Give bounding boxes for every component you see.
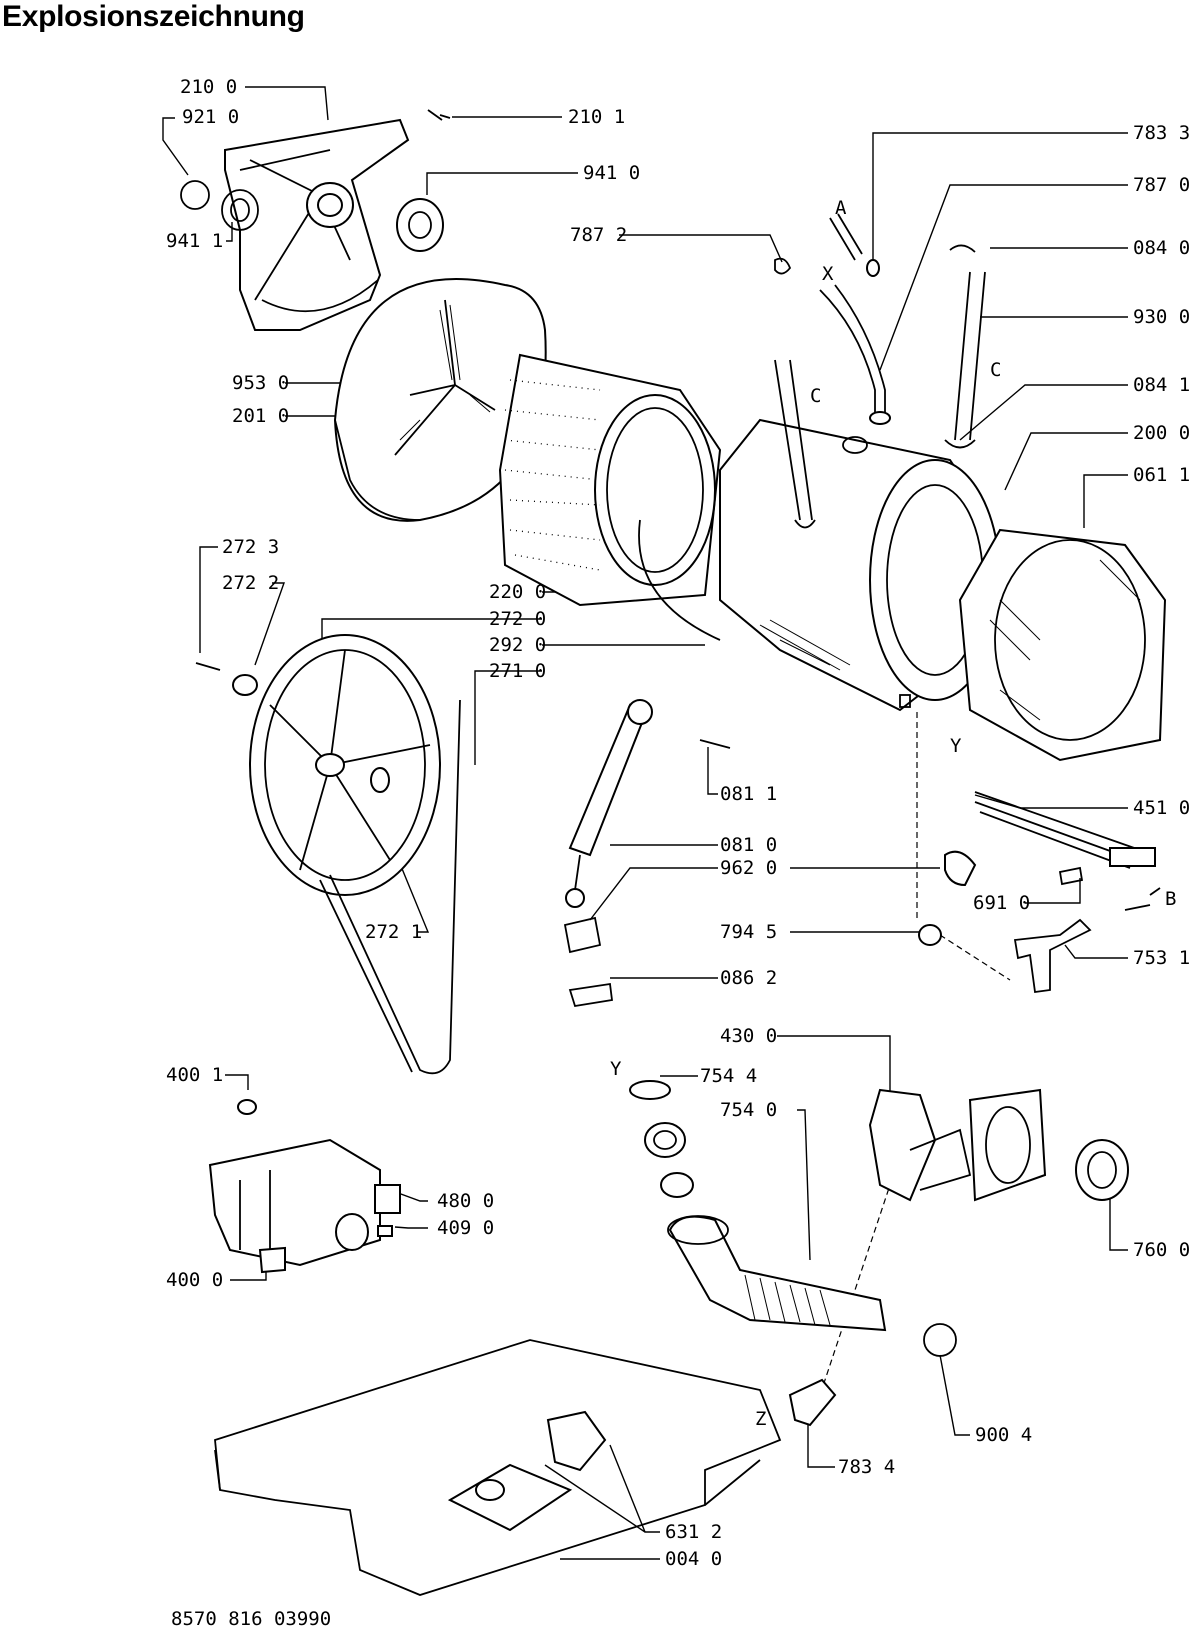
footer-code: 8570 816 03990 [171, 1608, 331, 1630]
pulley-belt [195, 634, 461, 1075]
marker-y-hose: Y [610, 1058, 622, 1080]
outer-tub [719, 418, 1001, 712]
drain-hose [629, 1080, 957, 1427]
label-9210: 921 0 [182, 106, 239, 128]
marker-y-tub: Y [950, 735, 962, 757]
label-6312: 631 2 [665, 1521, 722, 1543]
label-7540: 754 0 [720, 1099, 777, 1121]
label-9410: 941 0 [583, 162, 640, 184]
label-0810: 081 0 [720, 834, 777, 856]
label-4300: 430 0 [720, 1025, 777, 1047]
label-9300: 930 0 [1133, 306, 1190, 328]
inner-drum [498, 353, 722, 641]
label-4800: 480 0 [437, 1190, 494, 1212]
label-2000: 200 0 [1133, 422, 1190, 444]
label-9620: 962 0 [720, 857, 777, 879]
motor [208, 1099, 401, 1274]
label-2920: 292 0 [489, 634, 546, 656]
marker-z: Z [755, 1408, 766, 1430]
label-7833: 783 3 [1133, 122, 1190, 144]
part-labels: 210 0 921 0 210 1 941 0 941 1 783 3 787 … [166, 76, 1190, 1570]
label-2200: 220 0 [489, 581, 546, 603]
label-2722: 272 2 [222, 572, 279, 594]
page-title: Explosionszeichnung [2, 0, 305, 33]
marker-x: X [822, 263, 834, 285]
label-0040: 004 0 [665, 1548, 722, 1570]
label-2100: 210 0 [180, 76, 237, 98]
label-7870: 787 0 [1133, 174, 1190, 196]
label-2010: 201 0 [232, 405, 289, 427]
label-7544: 754 4 [700, 1065, 757, 1087]
marker-c-left: C [810, 385, 821, 407]
base-plate [214, 1339, 782, 1596]
label-4000: 400 0 [166, 1269, 223, 1291]
heater-parts [918, 791, 1161, 994]
label-0862: 086 2 [720, 967, 777, 989]
label-7834: 783 4 [838, 1456, 895, 1478]
label-4090: 409 0 [437, 1217, 494, 1239]
label-2101: 210 1 [568, 106, 625, 128]
shock-absorber [563, 699, 731, 1008]
label-0611: 061 1 [1133, 464, 1190, 486]
label-6910: 691 0 [973, 892, 1030, 914]
rear-drum-panel [333, 278, 547, 522]
label-7600: 760 0 [1133, 1239, 1190, 1261]
springs-hoses [774, 213, 986, 529]
drain-pump-assembly [868, 1088, 1129, 1202]
label-7531: 753 1 [1133, 947, 1190, 969]
label-9004: 900 4 [975, 1424, 1032, 1446]
label-7945: 794 5 [720, 921, 777, 943]
letter-markers: A X C C Y B Y Z [610, 197, 1176, 1430]
dashed-connections [819, 712, 1011, 1396]
marker-a: A [835, 197, 847, 219]
marker-b: B [1165, 888, 1176, 910]
label-0840: 084 0 [1133, 237, 1190, 259]
label-2710: 271 0 [489, 660, 546, 682]
label-4001: 400 1 [166, 1064, 223, 1086]
label-2723: 272 3 [222, 536, 279, 558]
label-4510: 451 0 [1133, 797, 1190, 819]
label-9530: 953 0 [232, 372, 289, 394]
label-2720: 272 0 [489, 608, 546, 630]
marker-c-right: C [990, 359, 1001, 381]
label-9411: 941 1 [166, 230, 223, 252]
label-2721: 272 1 [365, 921, 422, 943]
front-tub-ring [958, 528, 1167, 762]
label-0841: 084 1 [1133, 374, 1190, 396]
label-7872: 787 2 [570, 224, 627, 246]
label-0811: 081 1 [720, 783, 777, 805]
